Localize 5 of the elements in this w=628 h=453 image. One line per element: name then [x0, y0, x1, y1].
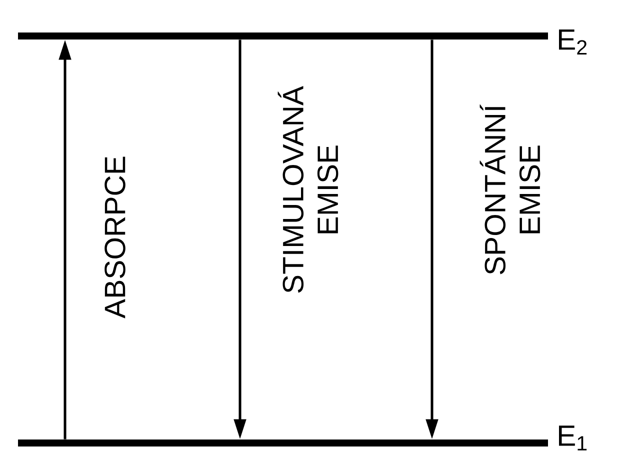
edge-label: ABSORPCE: [104, 156, 126, 318]
level-label: E$_{1}$: [559, 426, 587, 450]
edge-label: SPONTÁNNÍ EMISE: [480, 104, 540, 274]
level-label: E$_{2}$: [559, 30, 587, 54]
edge-label: STIMULOVANÁ EMISE: [278, 86, 338, 293]
